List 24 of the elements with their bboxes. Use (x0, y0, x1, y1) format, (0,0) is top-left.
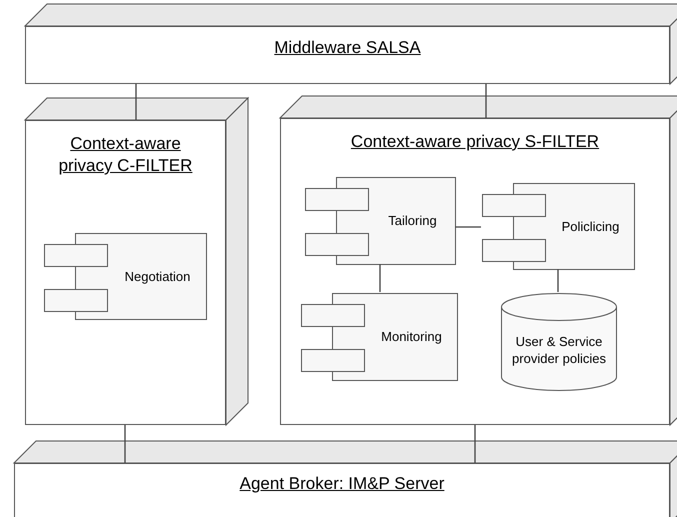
connector-line (455, 226, 481, 228)
connector-line (379, 264, 381, 292)
component-label: Monitoring (381, 329, 442, 345)
node-title: Middleware SALSA (273, 37, 422, 59)
component-node (301, 293, 458, 381)
connector-line (124, 425, 126, 463)
node-title: Agent Broker: IM&P Server (238, 473, 446, 495)
device-node (25, 26, 670, 84)
component-label: Tailoring (388, 213, 437, 229)
connector-line (485, 84, 487, 118)
database-cylinder (501, 293, 617, 391)
node-title: Context-aware privacy S-FILTER (350, 131, 600, 153)
connector-line (135, 84, 137, 120)
device-node (25, 120, 226, 425)
device-node (14, 463, 670, 517)
node-title: Context-aware privacy C-FILTER (58, 133, 194, 177)
component-node (482, 183, 635, 270)
component-node (305, 177, 456, 265)
component-label: Policlicing (562, 218, 620, 234)
database-label: User & Service provider policies (511, 333, 607, 367)
connector-line (474, 425, 476, 463)
connector-line (557, 269, 559, 292)
component-label: Negotiation (124, 268, 190, 284)
component-node (44, 233, 207, 320)
